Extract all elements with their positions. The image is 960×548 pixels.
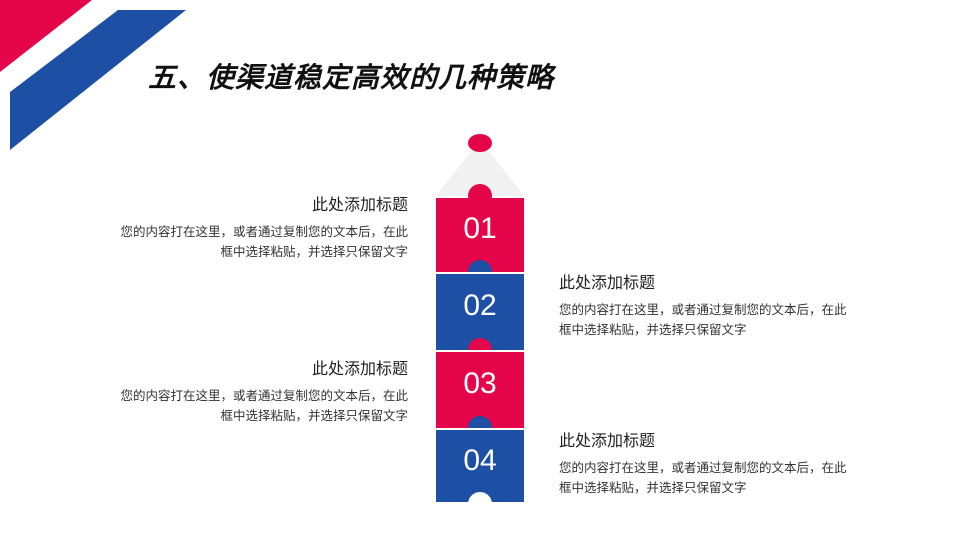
- step-description-line: 您的内容打在这里，或者通过复制您的文本后，在此: [120, 224, 408, 239]
- step-description-line: 您的内容打在这里，或者通过复制您的文本后，在此: [120, 388, 408, 403]
- step-description-line: 框中选择粘贴，并选择只保留文字: [220, 244, 408, 259]
- step-text-04: 此处添加标题 您的内容打在这里，或者通过复制您的文本后，在此 框中选择粘贴，并选…: [559, 430, 889, 498]
- step-number-04: 04: [463, 444, 497, 477]
- step-text-03: 此处添加标题 您的内容打在这里，或者通过复制您的文本后，在此 框中选择粘贴，并选…: [78, 358, 408, 426]
- step-description-line: 框中选择粘贴，并选择只保留文字: [559, 322, 747, 337]
- separator: [436, 272, 524, 274]
- separator: [436, 428, 524, 430]
- segment-01-knob: [468, 184, 492, 208]
- pencil-tip: [436, 140, 524, 196]
- segment-01: [436, 198, 524, 272]
- corner-red-stripe: [0, 0, 92, 72]
- step-heading: 此处添加标题: [559, 431, 656, 450]
- step-number-01: 01: [463, 212, 497, 245]
- step-description-line: 您的内容打在这里，或者通过复制您的文本后，在此: [559, 460, 847, 475]
- segment-02: [436, 274, 524, 350]
- step-heading: 此处添加标题: [311, 195, 408, 214]
- bottom-notch: [468, 492, 492, 516]
- corner-blue-stripe: [10, 10, 186, 150]
- segment-03: [436, 352, 524, 428]
- step-heading: 此处添加标题: [311, 359, 408, 378]
- segment-04: [436, 430, 524, 502]
- step-description-line: 您的内容打在这里，或者通过复制您的文本后，在此: [559, 302, 847, 317]
- step-heading: 此处添加标题: [559, 273, 656, 292]
- separator: [436, 350, 524, 352]
- step-text-02: 此处添加标题 您的内容打在这里，或者通过复制您的文本后，在此 框中选择粘贴，并选…: [559, 272, 889, 340]
- step-description-line: 框中选择粘贴，并选择只保留文字: [220, 408, 408, 423]
- corner-decoration: [0, 0, 186, 150]
- step-description-line: 框中选择粘贴，并选择只保留文字: [559, 480, 747, 495]
- step-text-01: 此处添加标题 您的内容打在这里，或者通过复制您的文本后，在此 框中选择粘贴，并选…: [78, 194, 408, 262]
- page-title: 五、使渠道稳定高效的几种策略: [148, 61, 555, 94]
- step-number-03: 03: [463, 367, 497, 400]
- pencil-tip-point: [468, 134, 492, 152]
- step-number-02: 02: [463, 289, 497, 322]
